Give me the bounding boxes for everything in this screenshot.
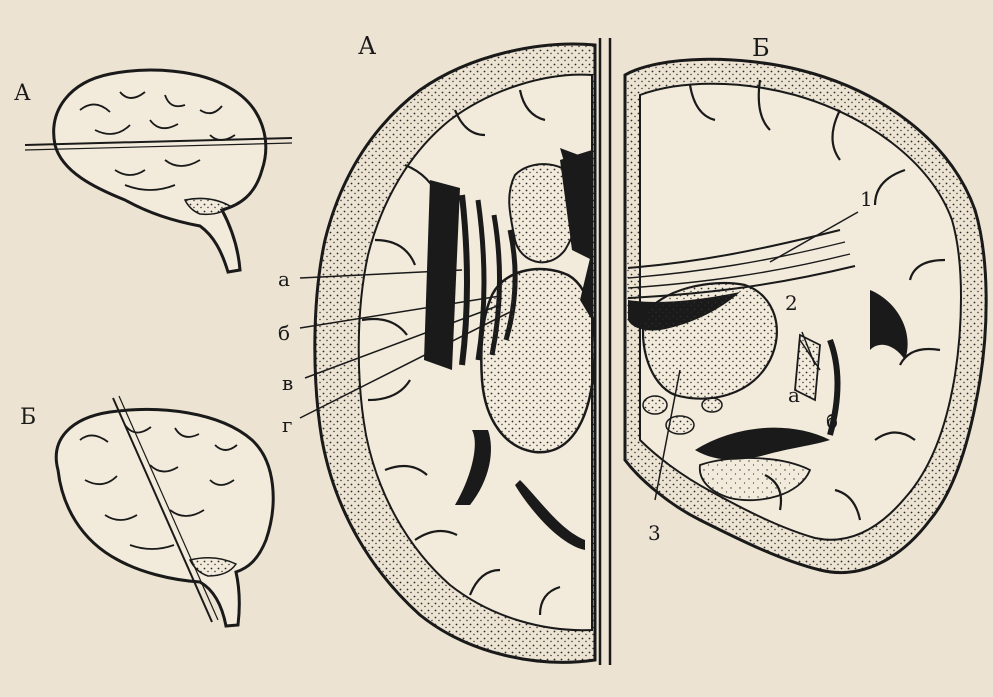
callout-b-1: 1 xyxy=(860,187,873,211)
callout-a-g: г xyxy=(282,413,292,437)
small-view-label-b: Б xyxy=(20,405,36,430)
callout-b-2: 2 xyxy=(785,291,798,315)
small-brain-lateral-view-a: А xyxy=(14,70,292,272)
small-brain-lateral-view-b: Б xyxy=(20,396,273,626)
callout-a-v: в xyxy=(282,371,293,395)
callout-b-a: а xyxy=(788,383,800,407)
callout-b-b: б xyxy=(826,409,838,433)
section-a-label: А xyxy=(358,32,376,60)
section-a-horizontal: А xyxy=(315,32,595,662)
callout-a-b: б xyxy=(278,321,290,345)
callout-b-3: 3 xyxy=(648,521,661,545)
callout-a-a: а xyxy=(278,267,290,291)
small-view-label-a: А xyxy=(14,81,31,106)
section-b-label: Б xyxy=(752,34,770,62)
section-b-frontal: Б xyxy=(625,34,986,573)
